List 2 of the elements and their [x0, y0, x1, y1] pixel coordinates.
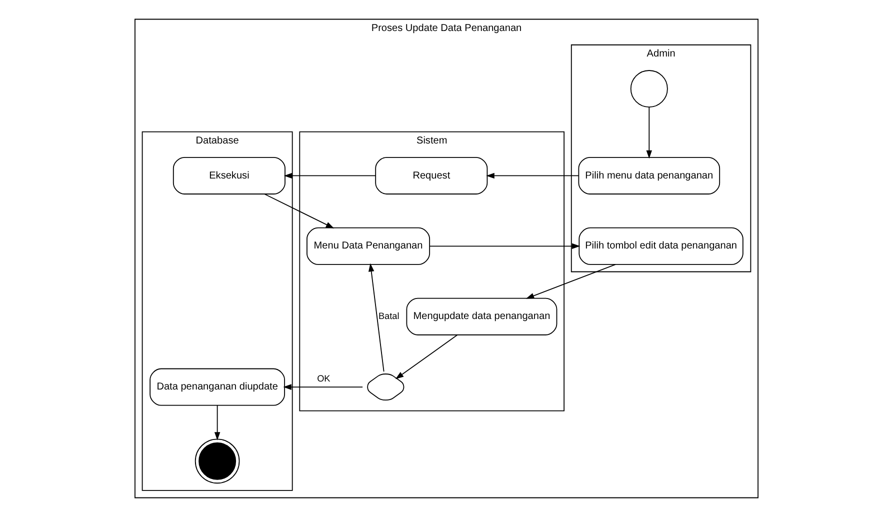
- edge-label: OK: [316, 374, 330, 384]
- edge-label: Batal: [378, 310, 399, 321]
